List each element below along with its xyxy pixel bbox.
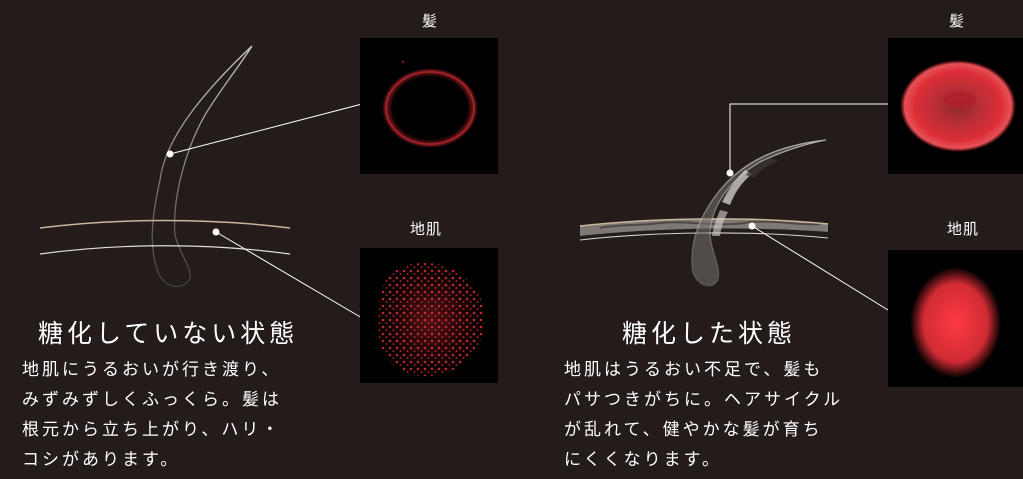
scalp-micro-label: 地肌 bbox=[946, 220, 979, 238]
scalp-micro-label: 地肌 bbox=[409, 220, 442, 238]
hair-micro-label: 髪 bbox=[948, 12, 965, 30]
state-description: 地肌にうるおいが行き渡り、 みずみずしくふっくら。髪は 根元から立ち上がり、ハリ… bbox=[22, 355, 282, 475]
hair-cross-section-image bbox=[360, 38, 498, 174]
description-line: みずみずしくふっくら。髪は bbox=[22, 390, 282, 410]
hair-micro-label: 髪 bbox=[421, 12, 438, 30]
scalp-cross-section-image bbox=[360, 248, 498, 383]
hair-cross-section-image bbox=[888, 38, 1023, 174]
glycated-panel: 髪 地肌 bbox=[512, 0, 1023, 479]
state-title: 糖化していない状態 bbox=[38, 319, 299, 348]
non-glycated-panel: 髪 地肌 bbox=[22, 12, 498, 475]
state-title: 糖化した状態 bbox=[622, 319, 797, 348]
description-line: が乱れて、健やかな髪が育ち bbox=[564, 420, 823, 440]
description-line: 地肌にうるおいが行き渡り、 bbox=[22, 360, 282, 380]
description-line: 地肌はうるおい不足で、髪も bbox=[564, 360, 824, 380]
description-line: にくくなります。 bbox=[564, 450, 722, 470]
description-line: パサつきがちに。ヘアサイクル bbox=[564, 390, 844, 410]
description-line: 根元から立ち上がり、ハリ・ bbox=[22, 420, 282, 440]
scalp-cross-section-image bbox=[888, 250, 1023, 387]
description-line: コシがあります。 bbox=[22, 450, 181, 470]
state-description: 地肌はうるおい不足で、髪も パサつきがちに。ヘアサイクル が乱れて、健やかな髪が… bbox=[564, 355, 843, 475]
